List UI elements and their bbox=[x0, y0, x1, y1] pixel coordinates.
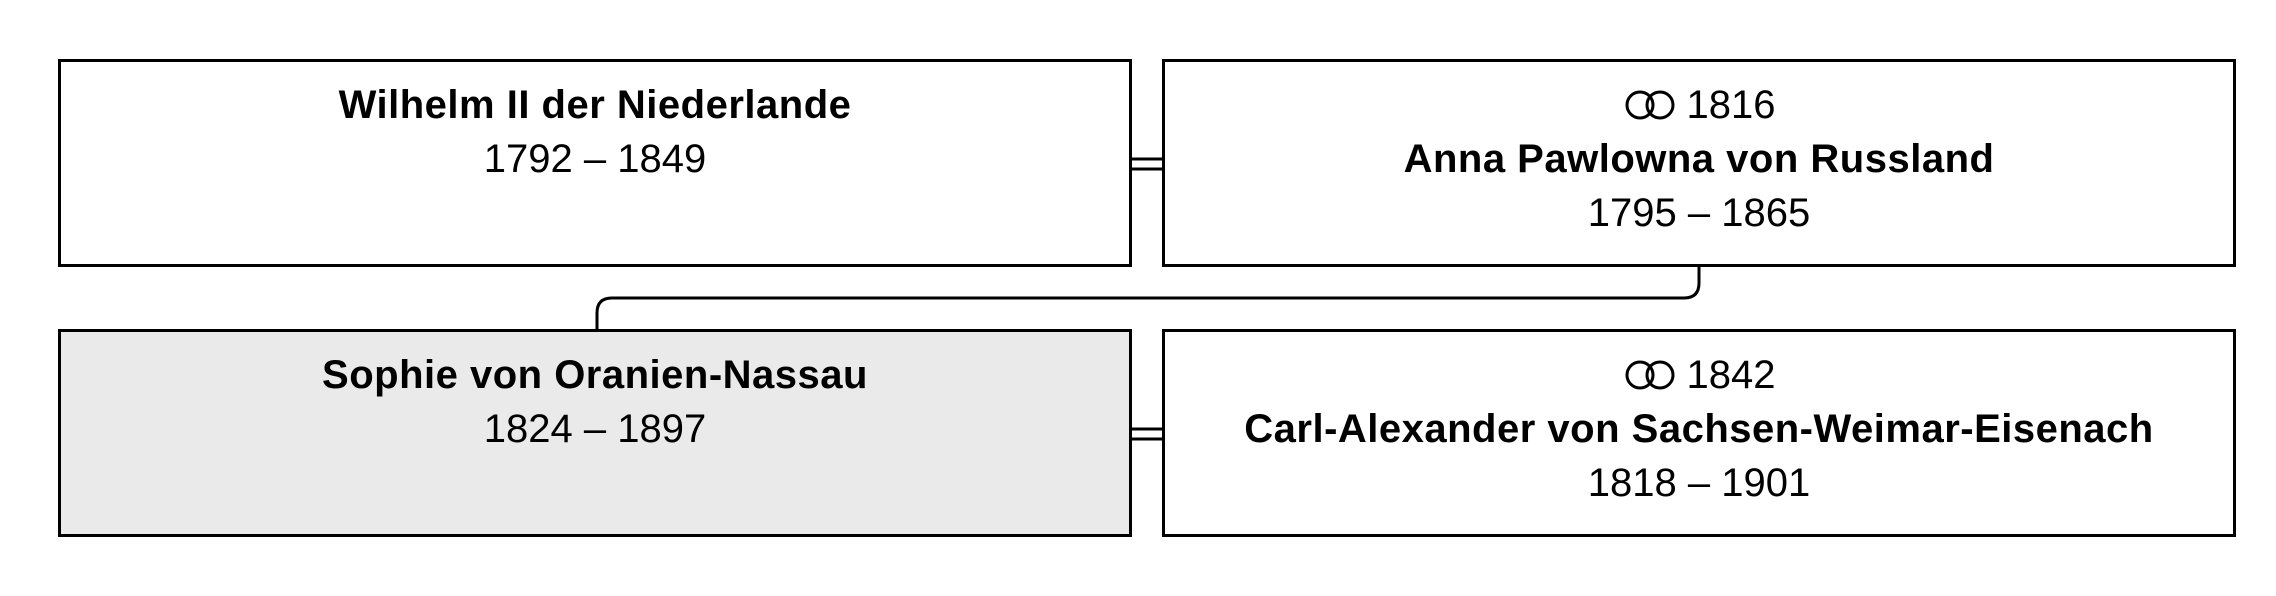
person-name: Sophie von Oranien-Nassau bbox=[322, 353, 868, 397]
person-box-mother[interactable]: 1816 Anna Pawlowna von Russland 1795 – 1… bbox=[1162, 59, 2236, 267]
person-name: Carl-Alexander von Sachsen-Weimar-Eisena… bbox=[1244, 407, 2154, 451]
person-dates: 1818 – 1901 bbox=[1587, 461, 1811, 505]
marriage-rings-icon bbox=[1625, 360, 1674, 390]
descent-connector bbox=[595, 267, 1701, 329]
marriage-connector-parents bbox=[1132, 157, 1162, 171]
person-dates: 1792 – 1849 bbox=[483, 137, 707, 181]
marriage-info: 1816 bbox=[1623, 78, 1776, 132]
person-dates: 1795 – 1865 bbox=[1587, 191, 1811, 235]
marriage-info: 1842 bbox=[1623, 348, 1776, 402]
marriage-connector-subject bbox=[1132, 427, 1162, 441]
person-box-subject[interactable]: Sophie von Oranien-Nassau 1824 – 1897 bbox=[58, 329, 1132, 537]
person-box-father[interactable]: Wilhelm II der Niederlande 1792 – 1849 bbox=[58, 59, 1132, 267]
person-name: Wilhelm II der Niederlande bbox=[338, 83, 852, 127]
person-box-spouse[interactable]: 1842 Carl-Alexander von Sachsen-Weimar-E… bbox=[1162, 329, 2236, 537]
person-name: Anna Pawlowna von Russland bbox=[1403, 137, 1995, 181]
marriage-year: 1816 bbox=[1686, 83, 1776, 127]
person-dates: 1824 – 1897 bbox=[483, 407, 707, 451]
marriage-year: 1842 bbox=[1686, 353, 1776, 397]
marriage-rings-icon bbox=[1625, 90, 1674, 120]
